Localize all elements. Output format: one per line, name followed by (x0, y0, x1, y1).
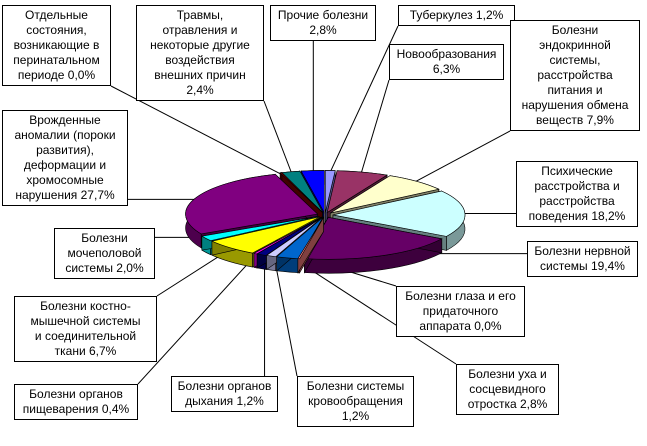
pie-slice-top (325, 170, 336, 213)
pie-slice-top (265, 217, 323, 258)
label-perinatal: Отдельные состояния, возникающие в перин… (2, 5, 111, 86)
pie-slice-top (326, 170, 388, 214)
pie-slice-top (185, 173, 319, 235)
pie-slice-top (256, 217, 322, 256)
label-ear: Болезни уха и сосцевидного отростка 2,8% (456, 364, 559, 415)
label-endocrine: Болезни эндокринной системы, расстройств… (510, 20, 640, 131)
leader-line (137, 251, 260, 385)
label-nervous: Болезни нервной системы 19,4% (527, 241, 638, 277)
label-congenital: Врожденные аномалии (пороки развития), д… (2, 110, 128, 206)
pie-slice-top (211, 216, 320, 254)
pie-slice-top (303, 216, 443, 260)
pie-slice-top (330, 175, 440, 214)
label-circulatory: Болезни системы кровообращения 1,2% (297, 376, 414, 427)
pie-slice-top (297, 217, 324, 260)
label-other: Прочие болезни 2,8% (270, 5, 376, 41)
label-respiratory: Болезни органов дыхания 1,2% (171, 376, 278, 412)
leader-line (273, 254, 298, 377)
leader-line (289, 255, 457, 365)
pie-slice-top (332, 190, 466, 237)
label-mental: Психические расстройства и расстройства … (516, 161, 638, 227)
label-eye: Болезни глаза и его придаточного аппарат… (396, 286, 525, 337)
label-injuries: Травмы, отравления и некоторые другие во… (136, 5, 264, 101)
pie-slices (185, 169, 466, 274)
leader-line (412, 130, 511, 184)
label-tuberculosis: Туберкулез 1,2% (398, 5, 515, 26)
label-genitourinary: Болезни мочеполовой системы 2,0% (54, 228, 155, 279)
label-musculoskeletal: Болезни костно- мышечной системы и соеди… (14, 296, 157, 362)
pie-slice-top (300, 170, 325, 214)
label-digestive: Болезни органов пищеварения 0,4% (14, 384, 138, 420)
leader-line (329, 25, 399, 173)
pie-slice (297, 216, 324, 274)
leader-line (360, 79, 390, 175)
leader-line (263, 100, 293, 175)
pie-slice-top (279, 172, 323, 213)
pie-slice-top (201, 216, 319, 241)
pie-slice (303, 216, 443, 274)
label-neoplasms: Новообразования 6,3% (389, 44, 504, 80)
